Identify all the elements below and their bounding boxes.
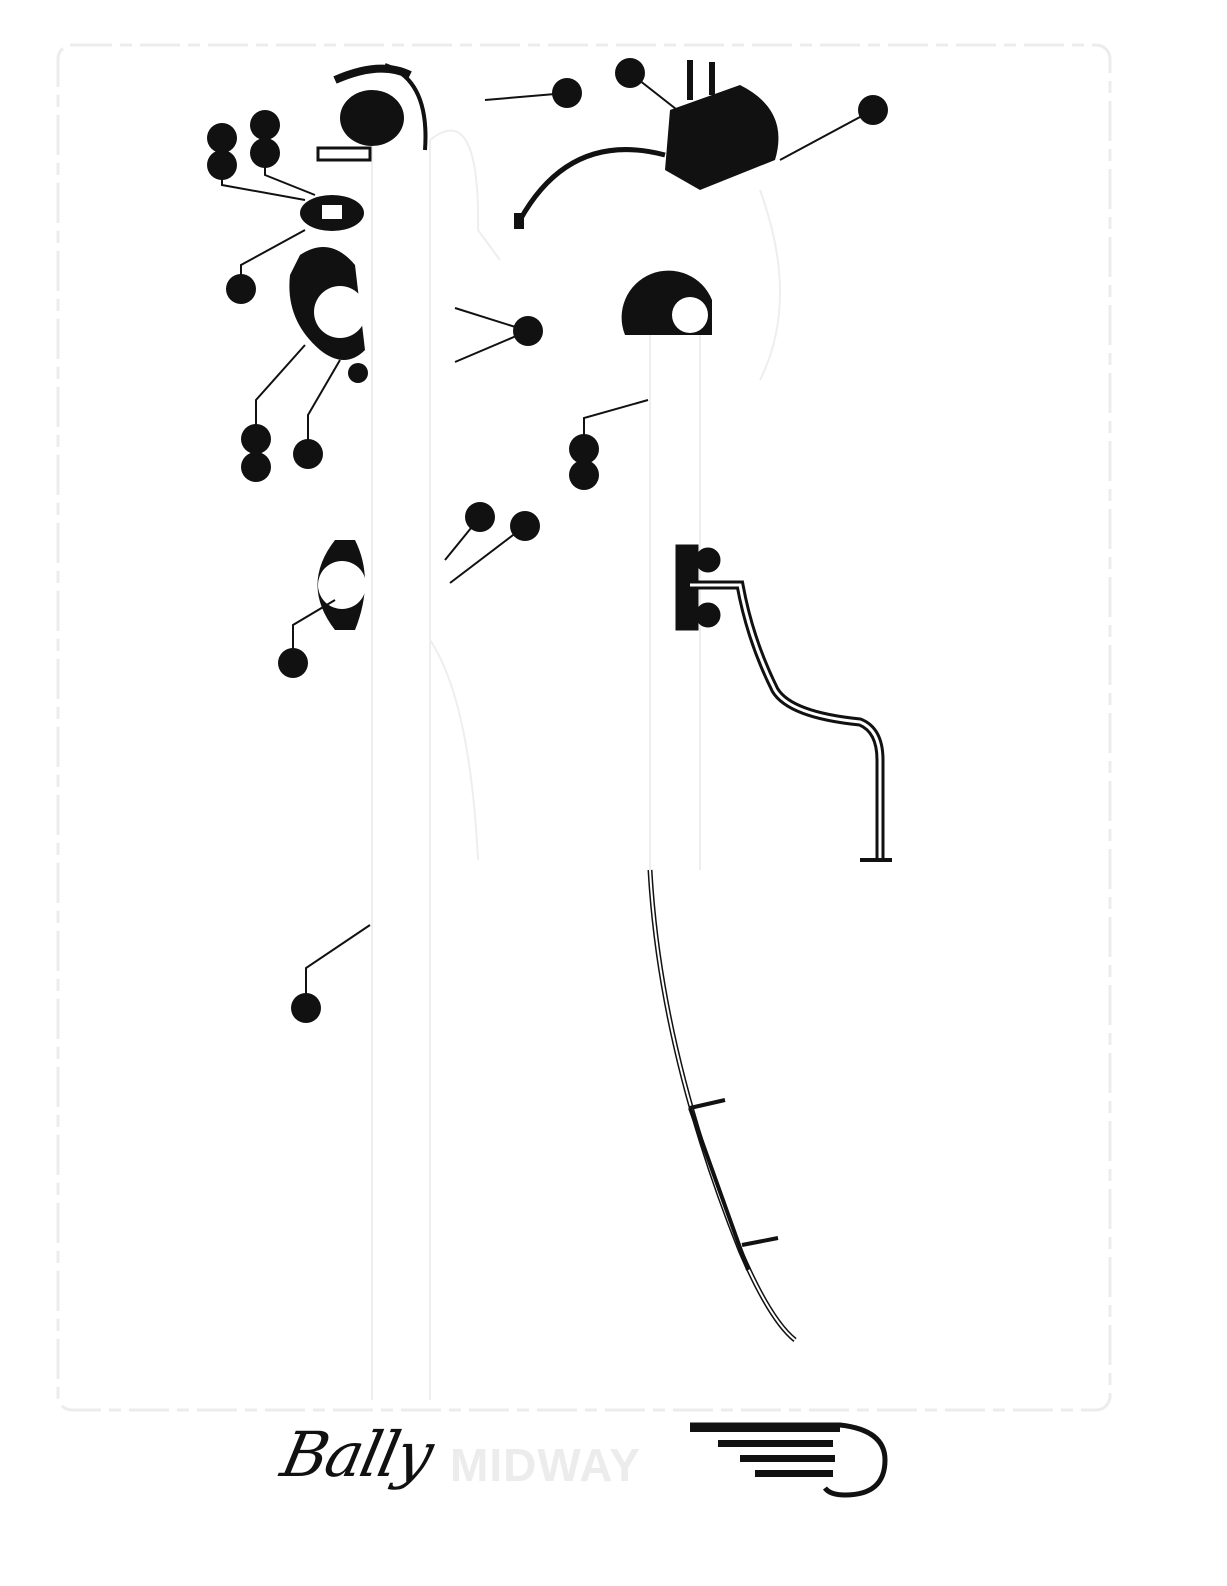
callout-dot (293, 439, 323, 469)
leader-line (305, 924, 371, 1008)
leader-line (449, 525, 526, 584)
half-dome-cover (621, 270, 712, 335)
callout-dot (241, 424, 271, 454)
callout-dot (250, 138, 280, 168)
callout-dot (569, 460, 599, 490)
leader-line (255, 344, 306, 439)
callout-dot (278, 648, 308, 678)
callout-dot (858, 95, 888, 125)
midway-wing-logo (690, 1422, 888, 1498)
callout-dot (207, 123, 237, 153)
left-harness (371, 129, 501, 1400)
midway-logo-text: MIDWAY (450, 1439, 641, 1491)
bally-logo: Bally (275, 1418, 438, 1491)
callout-dot (510, 511, 540, 541)
page-frame (56, 43, 1112, 1412)
top-left-grommet (316, 63, 428, 162)
callout-dot (513, 316, 543, 346)
callout-dot (465, 502, 495, 532)
callout-dot (615, 58, 645, 88)
ring-bracket (317, 540, 366, 630)
right-cable (647, 544, 892, 1342)
callout-dot (569, 434, 599, 464)
callout-dot (226, 274, 256, 304)
callout-dot (207, 150, 237, 180)
callout-dot (552, 78, 582, 108)
right-harness (649, 189, 781, 870)
top-right-connector (514, 60, 779, 229)
leader-line (779, 109, 874, 161)
teardrop-bracket (289, 247, 368, 383)
callout-dot (250, 110, 280, 140)
callout-dot (291, 993, 321, 1023)
cable-clamp (300, 195, 364, 231)
callout-dot (241, 452, 271, 482)
callouts (207, 58, 888, 1023)
